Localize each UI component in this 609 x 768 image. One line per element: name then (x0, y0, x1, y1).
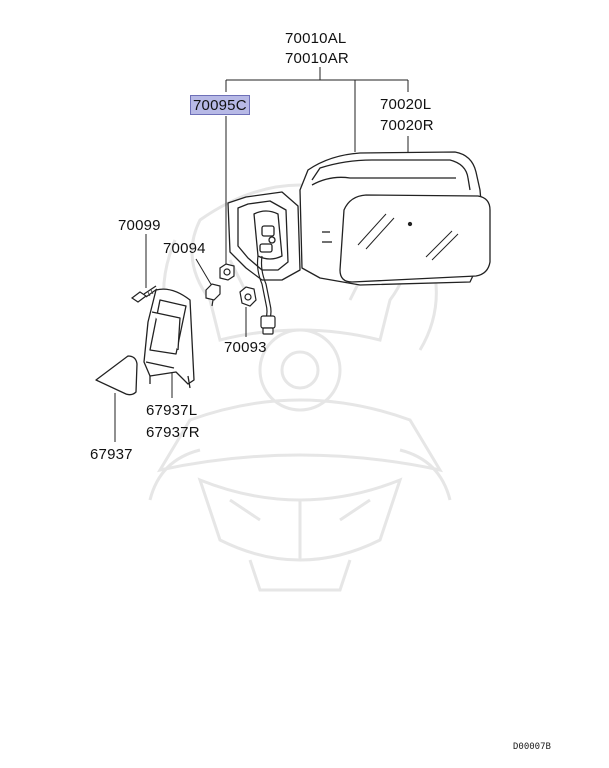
grommet-70095c (219, 263, 235, 281)
label-clip-70094: 70094 (163, 240, 206, 257)
leader-lines (114, 67, 409, 442)
label-mirror-assy-l: 70010AL (285, 30, 347, 47)
label-inner-cover-r: 67937R (146, 424, 200, 441)
wire-harness (256, 255, 276, 335)
label-corner-cover-67937: 67937 (90, 446, 133, 463)
label-mirror-assy-r: 70010AR (285, 50, 349, 67)
label-mirror-glass-l: 70020L (380, 96, 432, 113)
label-grommet-70095c[interactable]: 70095C (190, 95, 250, 115)
nut-70093 (239, 286, 257, 307)
clip-70094 (205, 283, 221, 307)
mirror-glass (339, 194, 491, 283)
diagram-code: D00007B (513, 742, 551, 752)
mirror-base-bracket (227, 191, 301, 281)
corner-cover-67937 (95, 355, 138, 396)
inner-cover-67937lr (143, 288, 195, 389)
label-screw-70099: 70099 (118, 217, 161, 234)
label-mirror-glass-r: 70020R (380, 117, 434, 134)
label-nut-70093: 70093 (224, 339, 267, 356)
label-inner-cover-l: 67937L (146, 402, 198, 419)
screw-70099 (130, 285, 158, 303)
